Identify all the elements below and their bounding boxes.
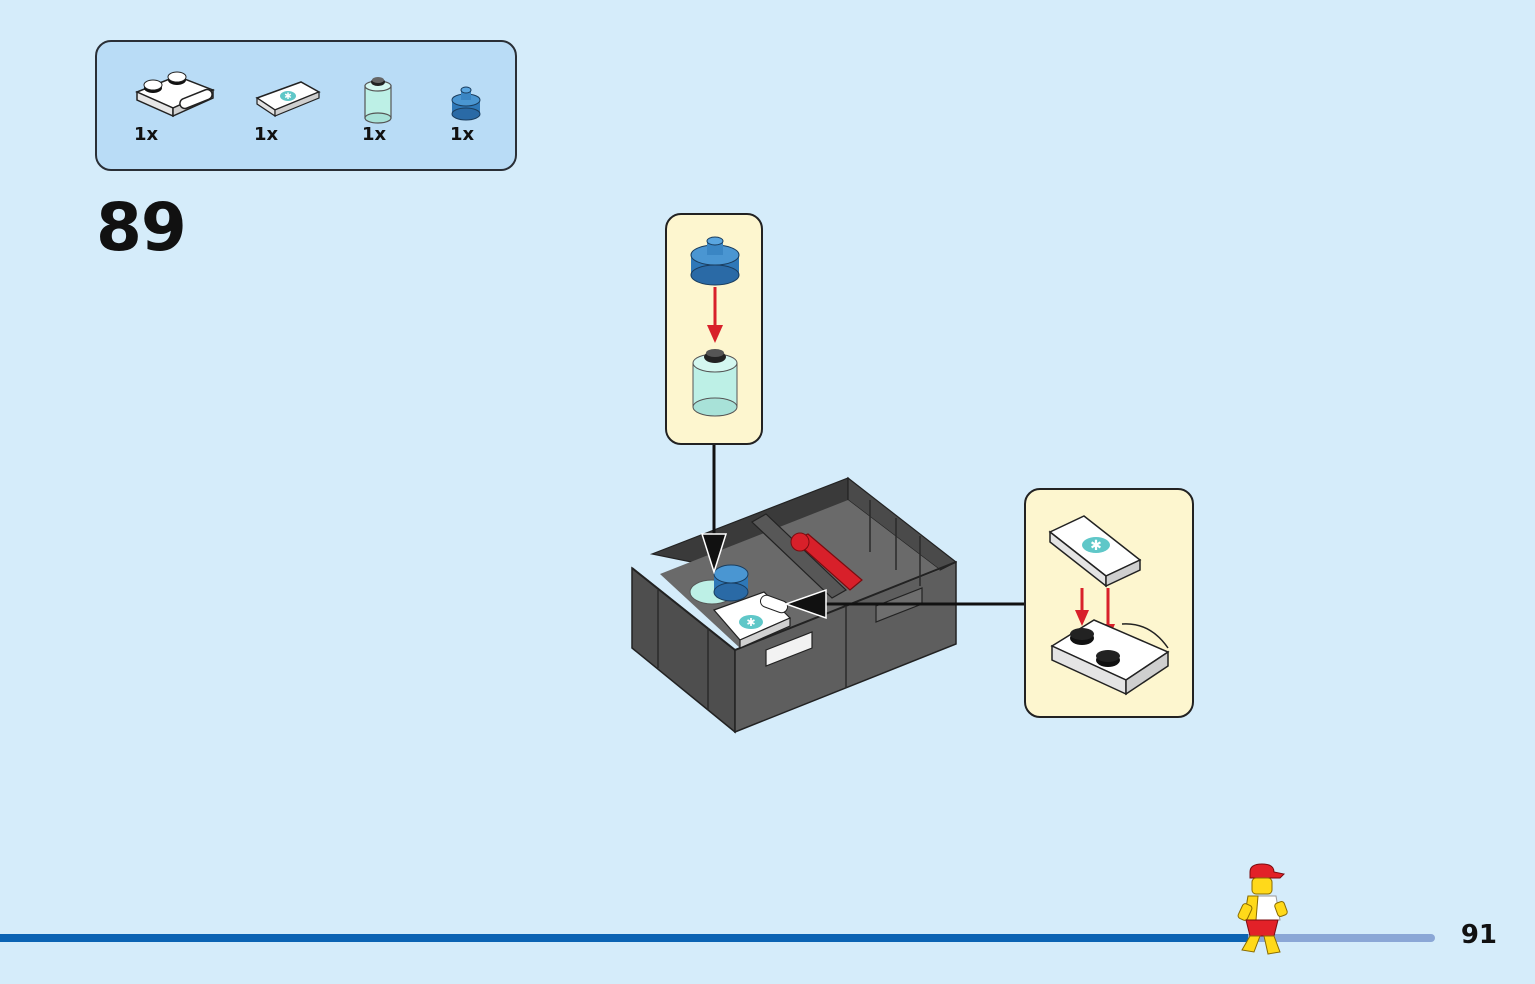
blue-round-plate-icon	[449, 86, 483, 122]
white-plate-with-bar-icon	[133, 68, 217, 118]
svg-text:✱: ✱	[1090, 538, 1102, 554]
sub-assembly-callout-round-brick	[665, 213, 763, 445]
blue-round-plate-icon	[690, 236, 740, 286]
part-quantity: 1x	[134, 124, 159, 145]
red-wrench-icon	[790, 532, 863, 591]
trans-light-blue-round-brick-icon	[361, 74, 395, 124]
placement-arrow-icon	[783, 588, 1024, 620]
placement-arrow-icon	[700, 445, 728, 575]
progress-fill	[0, 934, 1249, 942]
part-quantity: 1x	[254, 124, 279, 145]
red-arrow-icon	[707, 287, 723, 343]
plate-tile-sub-assembly-icon: ✱	[712, 591, 792, 649]
progress-bar	[0, 934, 1435, 942]
page-number: 91	[1460, 920, 1497, 950]
round-brick-sub-assembly-icon	[689, 564, 749, 605]
step-number: 89	[96, 189, 187, 266]
white-tile-medical-icon: ✱	[253, 78, 323, 118]
svg-text:✱: ✱	[284, 92, 292, 102]
parts-list-box: 1x ✱ 1x 1x 1x	[95, 40, 517, 171]
sub-assembly-callout-plate-tile: ✱	[1024, 488, 1194, 718]
part-quantity: 1x	[362, 124, 387, 145]
minifigure-icon	[1236, 862, 1292, 962]
part-quantity: 1x	[450, 124, 475, 145]
white-plate-with-bar-icon	[1050, 619, 1170, 696]
white-tile-medical-icon: ✱	[1048, 515, 1142, 588]
trans-light-blue-round-brick-icon	[692, 349, 738, 417]
svg-text:✱: ✱	[746, 616, 755, 629]
